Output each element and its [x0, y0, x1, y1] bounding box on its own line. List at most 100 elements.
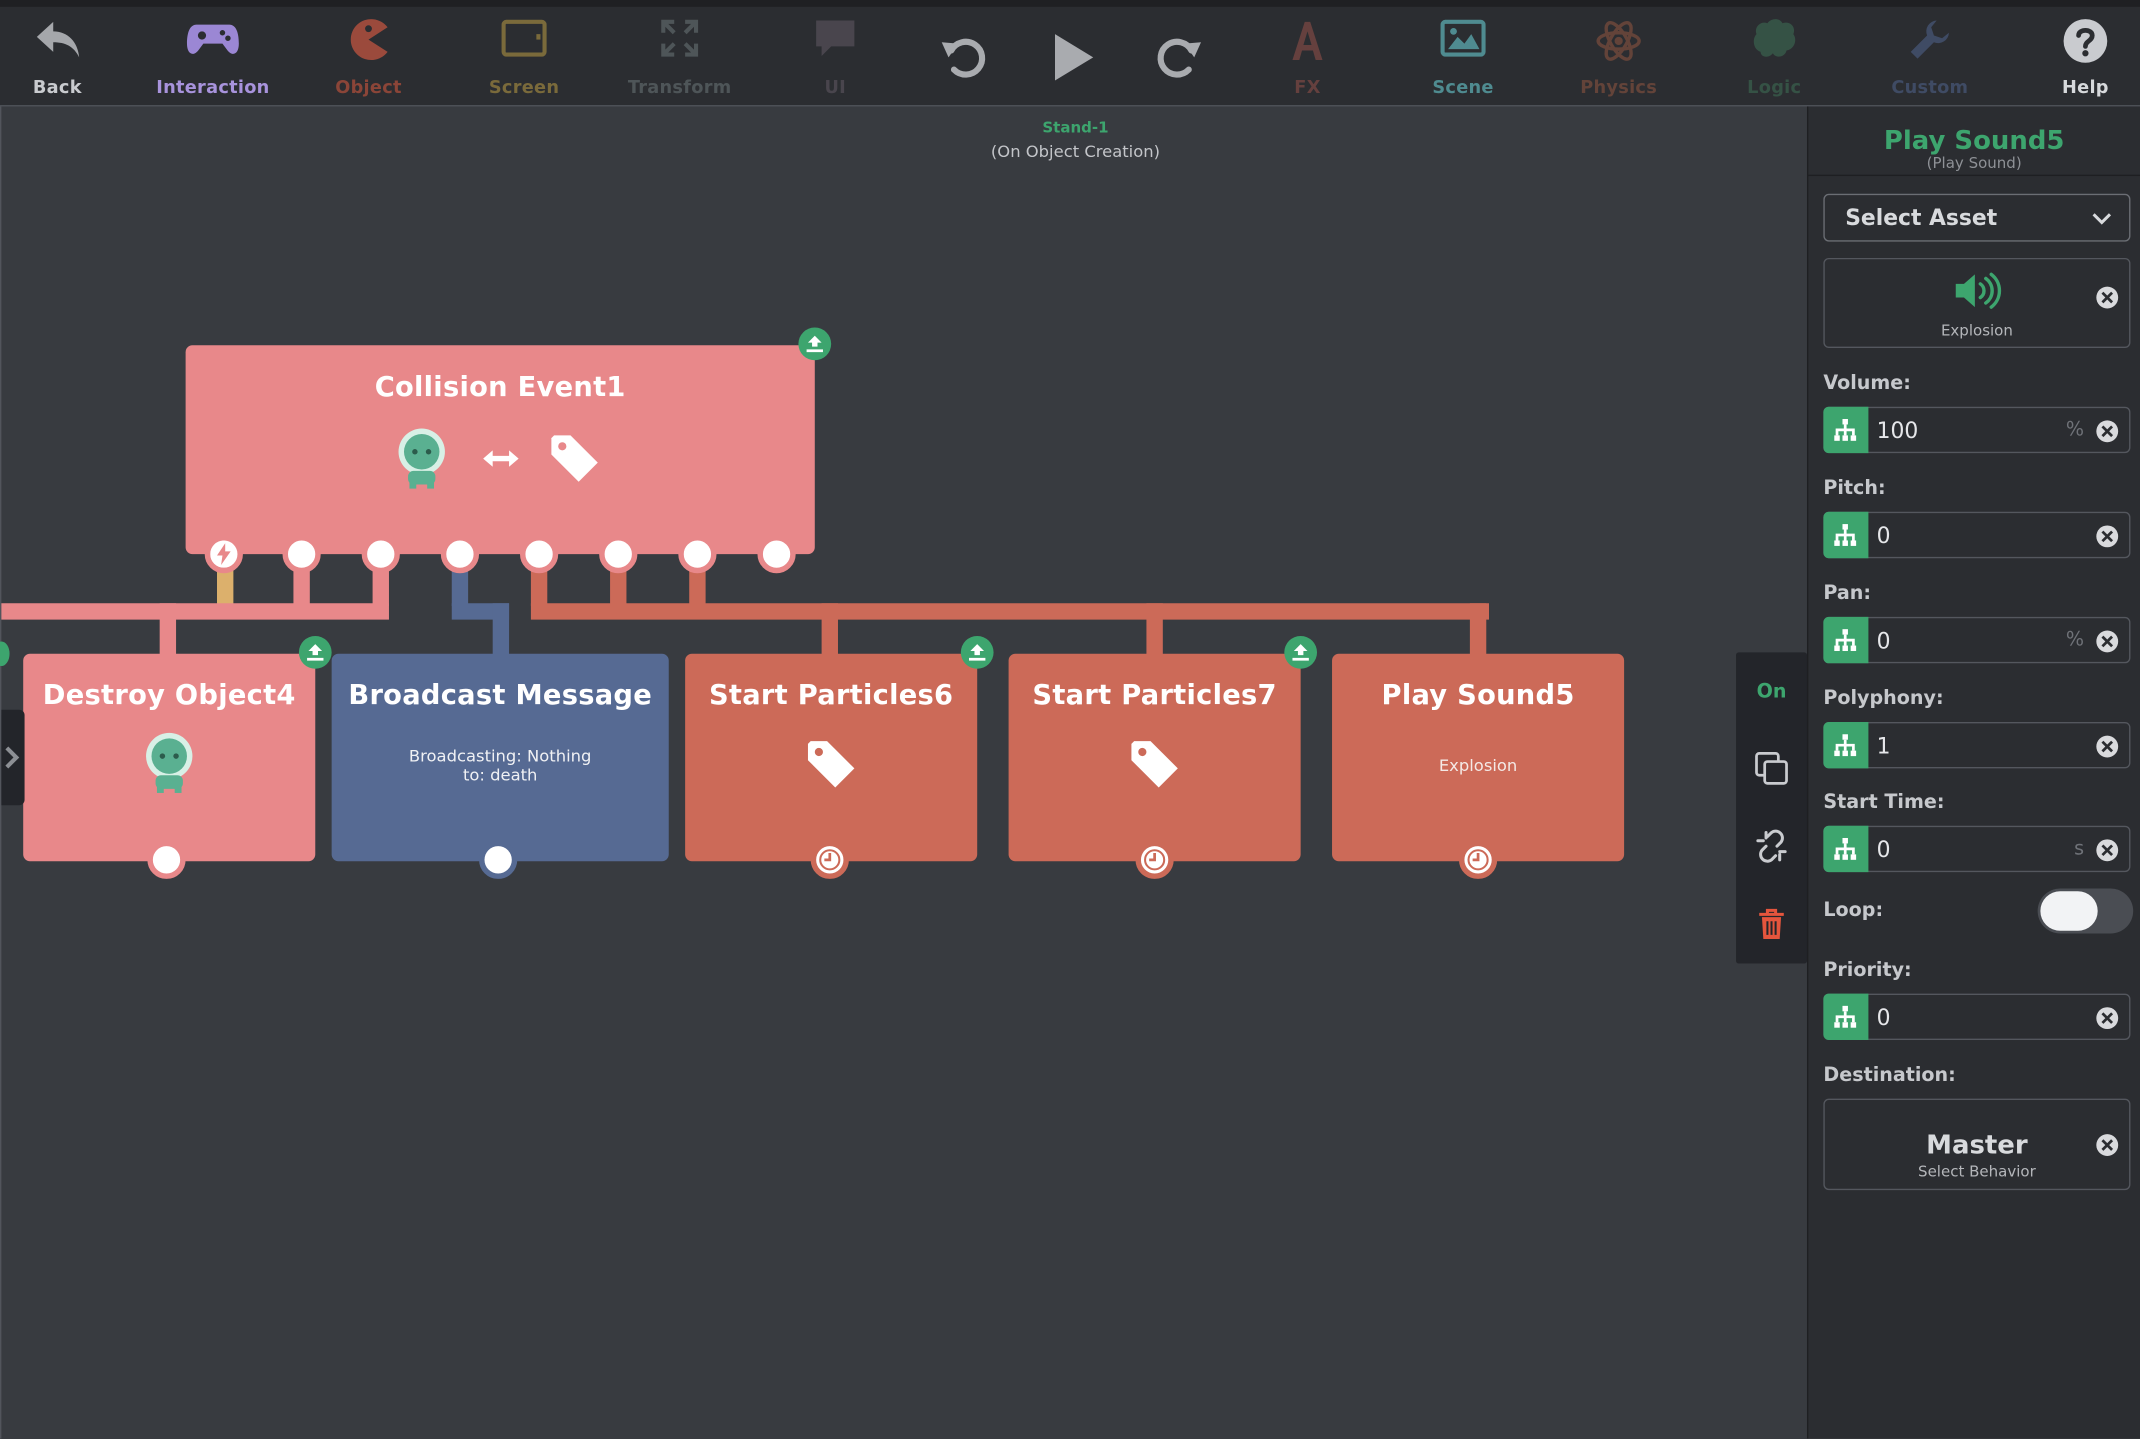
node-title: Destroy Object4 [42, 678, 296, 712]
upload-icon [307, 644, 324, 661]
ui-button[interactable]: UI [757, 7, 913, 108]
clear-pan-button[interactable] [2096, 630, 2119, 653]
upload-icon [806, 335, 823, 353]
loop-toggle[interactable] [2037, 888, 2134, 934]
pan-field[interactable]: 0 % [1823, 616, 2131, 664]
hierarchy-icon [1834, 1005, 1857, 1028]
chevron-down-icon [2092, 213, 2112, 225]
output-port[interactable] [678, 535, 717, 574]
broadcast-message-node[interactable]: Broadcast Message Broadcasting: Nothing … [331, 653, 669, 862]
trash-icon[interactable] [1756, 908, 1786, 941]
timer-port[interactable] [810, 840, 849, 879]
pitch-value[interactable]: 0 [1876, 522, 1891, 549]
hierarchy-icon [1834, 524, 1857, 546]
lightning-port[interactable] [204, 535, 243, 574]
interaction-button[interactable]: Interaction [135, 7, 291, 108]
hierarchy-button[interactable] [1823, 406, 1869, 454]
back-button[interactable]: Back [0, 7, 135, 108]
asset-card[interactable]: Explosion [1823, 257, 2131, 349]
pan-value[interactable]: 0 [1876, 627, 1891, 654]
hierarchy-button[interactable] [1823, 616, 1869, 664]
hierarchy-button[interactable] [1823, 825, 1869, 873]
logic-button[interactable]: Logic [1696, 7, 1852, 108]
redo-button[interactable] [1138, 7, 1220, 108]
toggle-on-button[interactable]: On [1756, 681, 1787, 703]
export-badge[interactable] [798, 327, 832, 361]
priority-value[interactable]: 0 [1876, 1004, 1891, 1031]
volume-value[interactable]: 100 [1876, 417, 1919, 444]
pitch-field[interactable]: 0 [1823, 511, 2131, 559]
output-port[interactable] [147, 840, 186, 879]
volume-field[interactable]: 100 % [1823, 406, 2131, 454]
wire [492, 603, 510, 658]
timer-port[interactable] [1458, 840, 1498, 879]
transform-label: Transform [627, 77, 732, 99]
hierarchy-button[interactable] [1823, 993, 1869, 1040]
wire [530, 603, 1489, 620]
export-badge[interactable] [960, 635, 994, 669]
export-badge[interactable] [298, 635, 332, 669]
destination-selector[interactable]: Master Select Behavior [1823, 1098, 2131, 1191]
destroy-object-node[interactable]: Destroy Object4 [23, 635, 332, 862]
play-icon [1054, 34, 1094, 81]
destination-value: Master [1926, 1130, 2028, 1161]
fx-button[interactable]: FX [1230, 7, 1386, 108]
output-port[interactable] [757, 535, 796, 574]
clear-asset-button[interactable] [2096, 286, 2119, 309]
left-drawer-handle[interactable] [1, 709, 25, 806]
scene-label: Scene [1432, 77, 1494, 99]
export-badge[interactable] [1284, 635, 1318, 669]
wire [821, 603, 838, 658]
start-time-label: Start Time: [1823, 791, 1945, 814]
object-button[interactable]: Object [291, 7, 447, 108]
destination-label: Destination: [1823, 1064, 1956, 1087]
output-port[interactable] [282, 535, 321, 574]
behavior-canvas[interactable]: Stand-1 (On Object Creation) Collision E… [0, 106, 1807, 1439]
priority-field[interactable]: 0 [1823, 993, 2131, 1040]
screen-button[interactable]: Screen [446, 7, 602, 108]
volume-label: Volume: [1823, 372, 1911, 395]
toggle-knob [2040, 891, 2098, 931]
output-port[interactable] [599, 535, 638, 574]
hierarchy-button[interactable] [1823, 721, 1869, 769]
start-particles-node[interactable]: Start Particles7 [1008, 635, 1318, 862]
select-asset-dropdown[interactable]: Select Asset [1823, 193, 2131, 242]
context-object-name: Stand-1 [1042, 118, 1109, 137]
output-port[interactable] [479, 840, 518, 879]
start-particles-node[interactable]: Start Particles6 [685, 635, 994, 862]
play-button[interactable] [1032, 7, 1114, 108]
undo-button[interactable] [923, 7, 1005, 108]
custom-label: Custom [1891, 77, 1969, 99]
collision-event-node[interactable]: Collision Event1 [185, 327, 832, 555]
transform-button[interactable]: Transform [602, 7, 758, 108]
help-button[interactable]: Help [2008, 7, 2140, 108]
timer-port[interactable] [1135, 840, 1174, 879]
hierarchy-button[interactable] [1823, 511, 1869, 559]
clear-start-time-button[interactable] [2096, 839, 2119, 862]
start-time-value[interactable]: 0 [1876, 836, 1891, 863]
polyphony-value[interactable]: 1 [1876, 732, 1891, 759]
properties-panel: Play Sound5 (Play Sound) Select Asset Ex… [1806, 106, 2140, 1439]
unlink-icon[interactable] [1754, 828, 1789, 863]
output-port[interactable] [361, 535, 400, 574]
clear-polyphony-button[interactable] [2096, 735, 2119, 758]
clear-priority-button[interactable] [2096, 1007, 2119, 1030]
image-icon [1440, 19, 1486, 57]
start-time-field[interactable]: 0 s [1823, 825, 2131, 873]
screen-icon [501, 19, 547, 57]
scene-button[interactable]: Scene [1385, 7, 1541, 108]
physics-button[interactable]: Physics [1541, 7, 1697, 108]
clear-volume-button[interactable] [2096, 420, 2119, 443]
clear-pitch-button[interactable] [2096, 525, 2119, 548]
screen-label: Screen [488, 77, 560, 99]
play-sound-node[interactable]: Play Sound5 Explosion [1332, 653, 1625, 862]
output-port[interactable] [519, 535, 559, 574]
output-port[interactable] [440, 535, 480, 574]
node-title: Collision Event1 [374, 369, 626, 403]
custom-button[interactable]: Custom [1852, 7, 2008, 108]
duplicate-icon[interactable] [1754, 751, 1789, 786]
polyphony-field[interactable]: 1 [1823, 721, 2131, 769]
node-title: Start Particles7 [1032, 678, 1277, 712]
chat-bubble-icon [816, 20, 855, 56]
clear-destination-button[interactable] [2096, 1134, 2119, 1156]
